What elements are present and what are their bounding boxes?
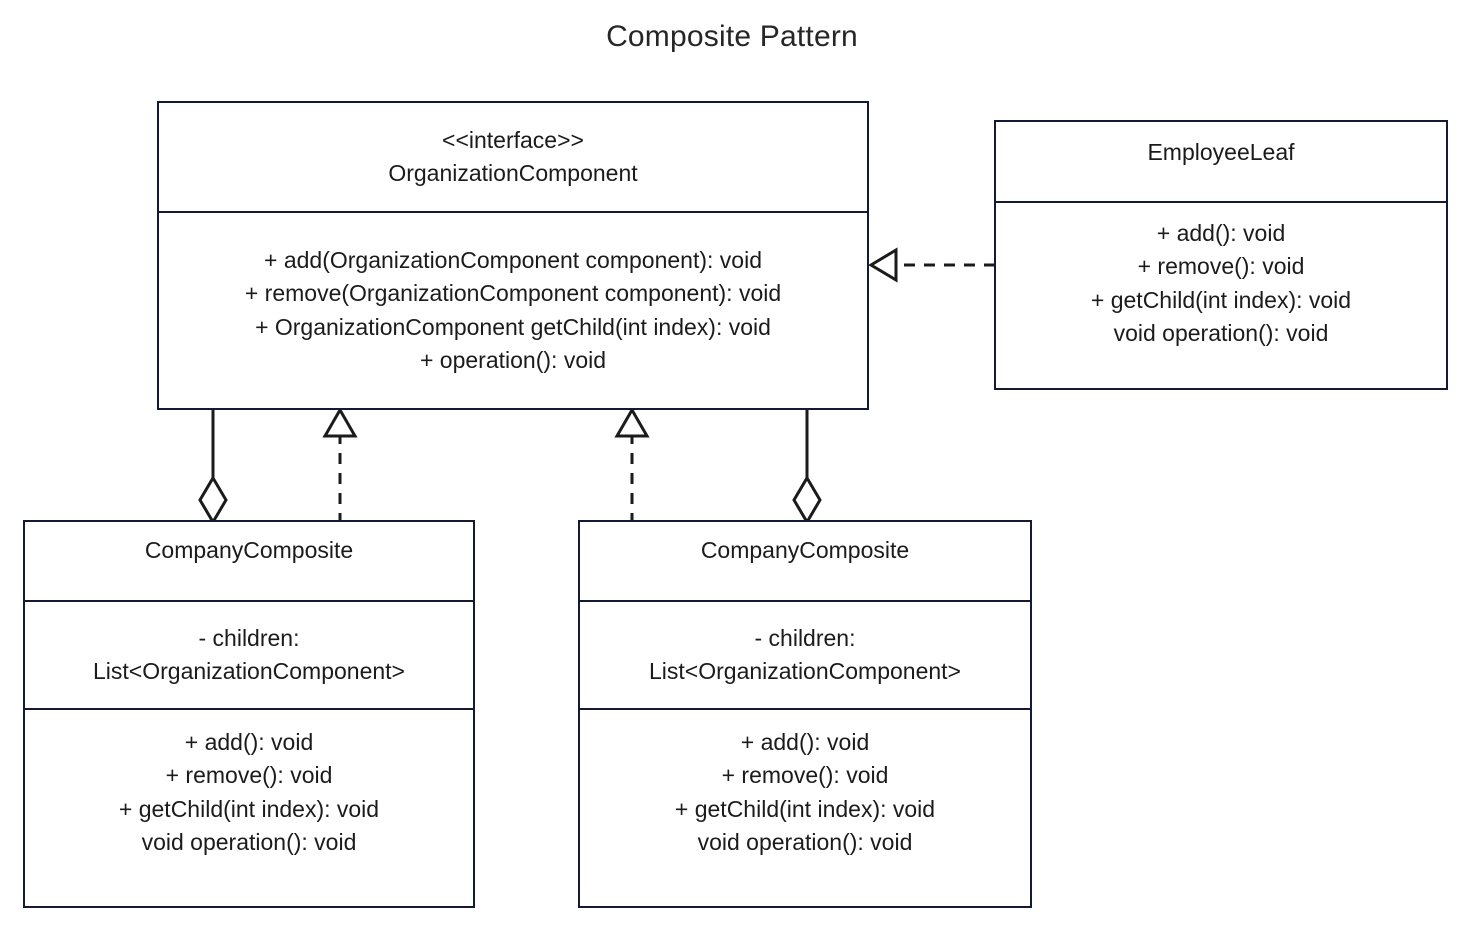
method-line: + OrganizationComponent getChild(int ind…	[255, 313, 771, 340]
method-line: + operation(): void	[419, 346, 607, 373]
methods-compartment-employee-leaf: + add(): void + remove(): void + getChil…	[996, 201, 1446, 388]
class-header-company-composite-right: CompanyComposite	[580, 522, 1030, 600]
method-line: + remove(OrganizationComponent component…	[244, 280, 782, 307]
class-header-company-composite-left: CompanyComposite	[25, 522, 473, 600]
attribute-line: List<OrganizationComponent>	[649, 658, 961, 684]
method-line: void operation(): void	[141, 829, 357, 856]
class-header-employee-leaf: EmployeeLeaf	[996, 122, 1446, 201]
class-box-company-composite-right[interactable]: CompanyComposite - children: List<Organi…	[578, 520, 1032, 908]
connector-realization-companycomposite-right-to-component	[614, 406, 650, 524]
connector-realization-companycomposite-left-to-component	[322, 406, 358, 524]
page-title: Composite Pattern	[606, 20, 858, 53]
class-name-label: EmployeeLeaf	[1147, 139, 1295, 165]
method-line: void operation(): void	[1113, 320, 1329, 347]
method-line: + getChild(int index): void	[1090, 286, 1352, 313]
stereotype-label: <<interface>>	[442, 126, 584, 153]
class-box-employee-leaf[interactable]: EmployeeLeaf + add(): void + remove(): v…	[994, 120, 1448, 390]
attribute-line: List<OrganizationComponent>	[93, 658, 405, 684]
method-line: + remove(): void	[1137, 253, 1305, 280]
class-name-label: CompanyComposite	[144, 537, 354, 563]
attributes-compartment-company-composite-left: - children: List<OrganizationComponent>	[25, 600, 473, 708]
methods-compartment-company-composite-right: + add(): void + remove(): void + getChil…	[580, 708, 1030, 906]
attributes-compartment-company-composite-right: - children: List<OrganizationComponent>	[580, 600, 1030, 708]
connector-aggregation-component-to-companycomposite-left	[196, 408, 230, 525]
class-box-organization-component[interactable]: <<interface>> OrganizationComponent + ad…	[157, 101, 869, 410]
class-box-company-composite-left[interactable]: CompanyComposite - children: List<Organi…	[23, 520, 475, 908]
class-name-label: OrganizationComponent	[388, 160, 638, 186]
method-line: + add(OrganizationComponent component): …	[264, 246, 762, 273]
attribute-line: - children:	[754, 624, 856, 651]
method-line: + add(): void	[740, 729, 870, 755]
methods-compartment-organization-component: + add(OrganizationComponent component): …	[159, 211, 867, 408]
connector-realization-employeeleaf-to-component	[868, 245, 995, 285]
method-line: + add(): void	[1156, 220, 1286, 246]
method-line: + remove(): void	[165, 762, 333, 789]
methods-compartment-company-composite-left: + add(): void + remove(): void + getChil…	[25, 708, 473, 906]
connector-aggregation-component-to-companycomposite-right	[790, 408, 824, 525]
method-line: void operation(): void	[697, 829, 913, 856]
class-header-organization-component: <<interface>> OrganizationComponent	[159, 103, 867, 211]
method-line: + remove(): void	[721, 762, 889, 789]
method-line: + add(): void	[184, 729, 314, 755]
class-name-label: CompanyComposite	[700, 537, 910, 563]
method-line: + getChild(int index): void	[674, 795, 936, 822]
attribute-line: - children:	[198, 624, 300, 651]
method-line: + getChild(int index): void	[118, 795, 380, 822]
